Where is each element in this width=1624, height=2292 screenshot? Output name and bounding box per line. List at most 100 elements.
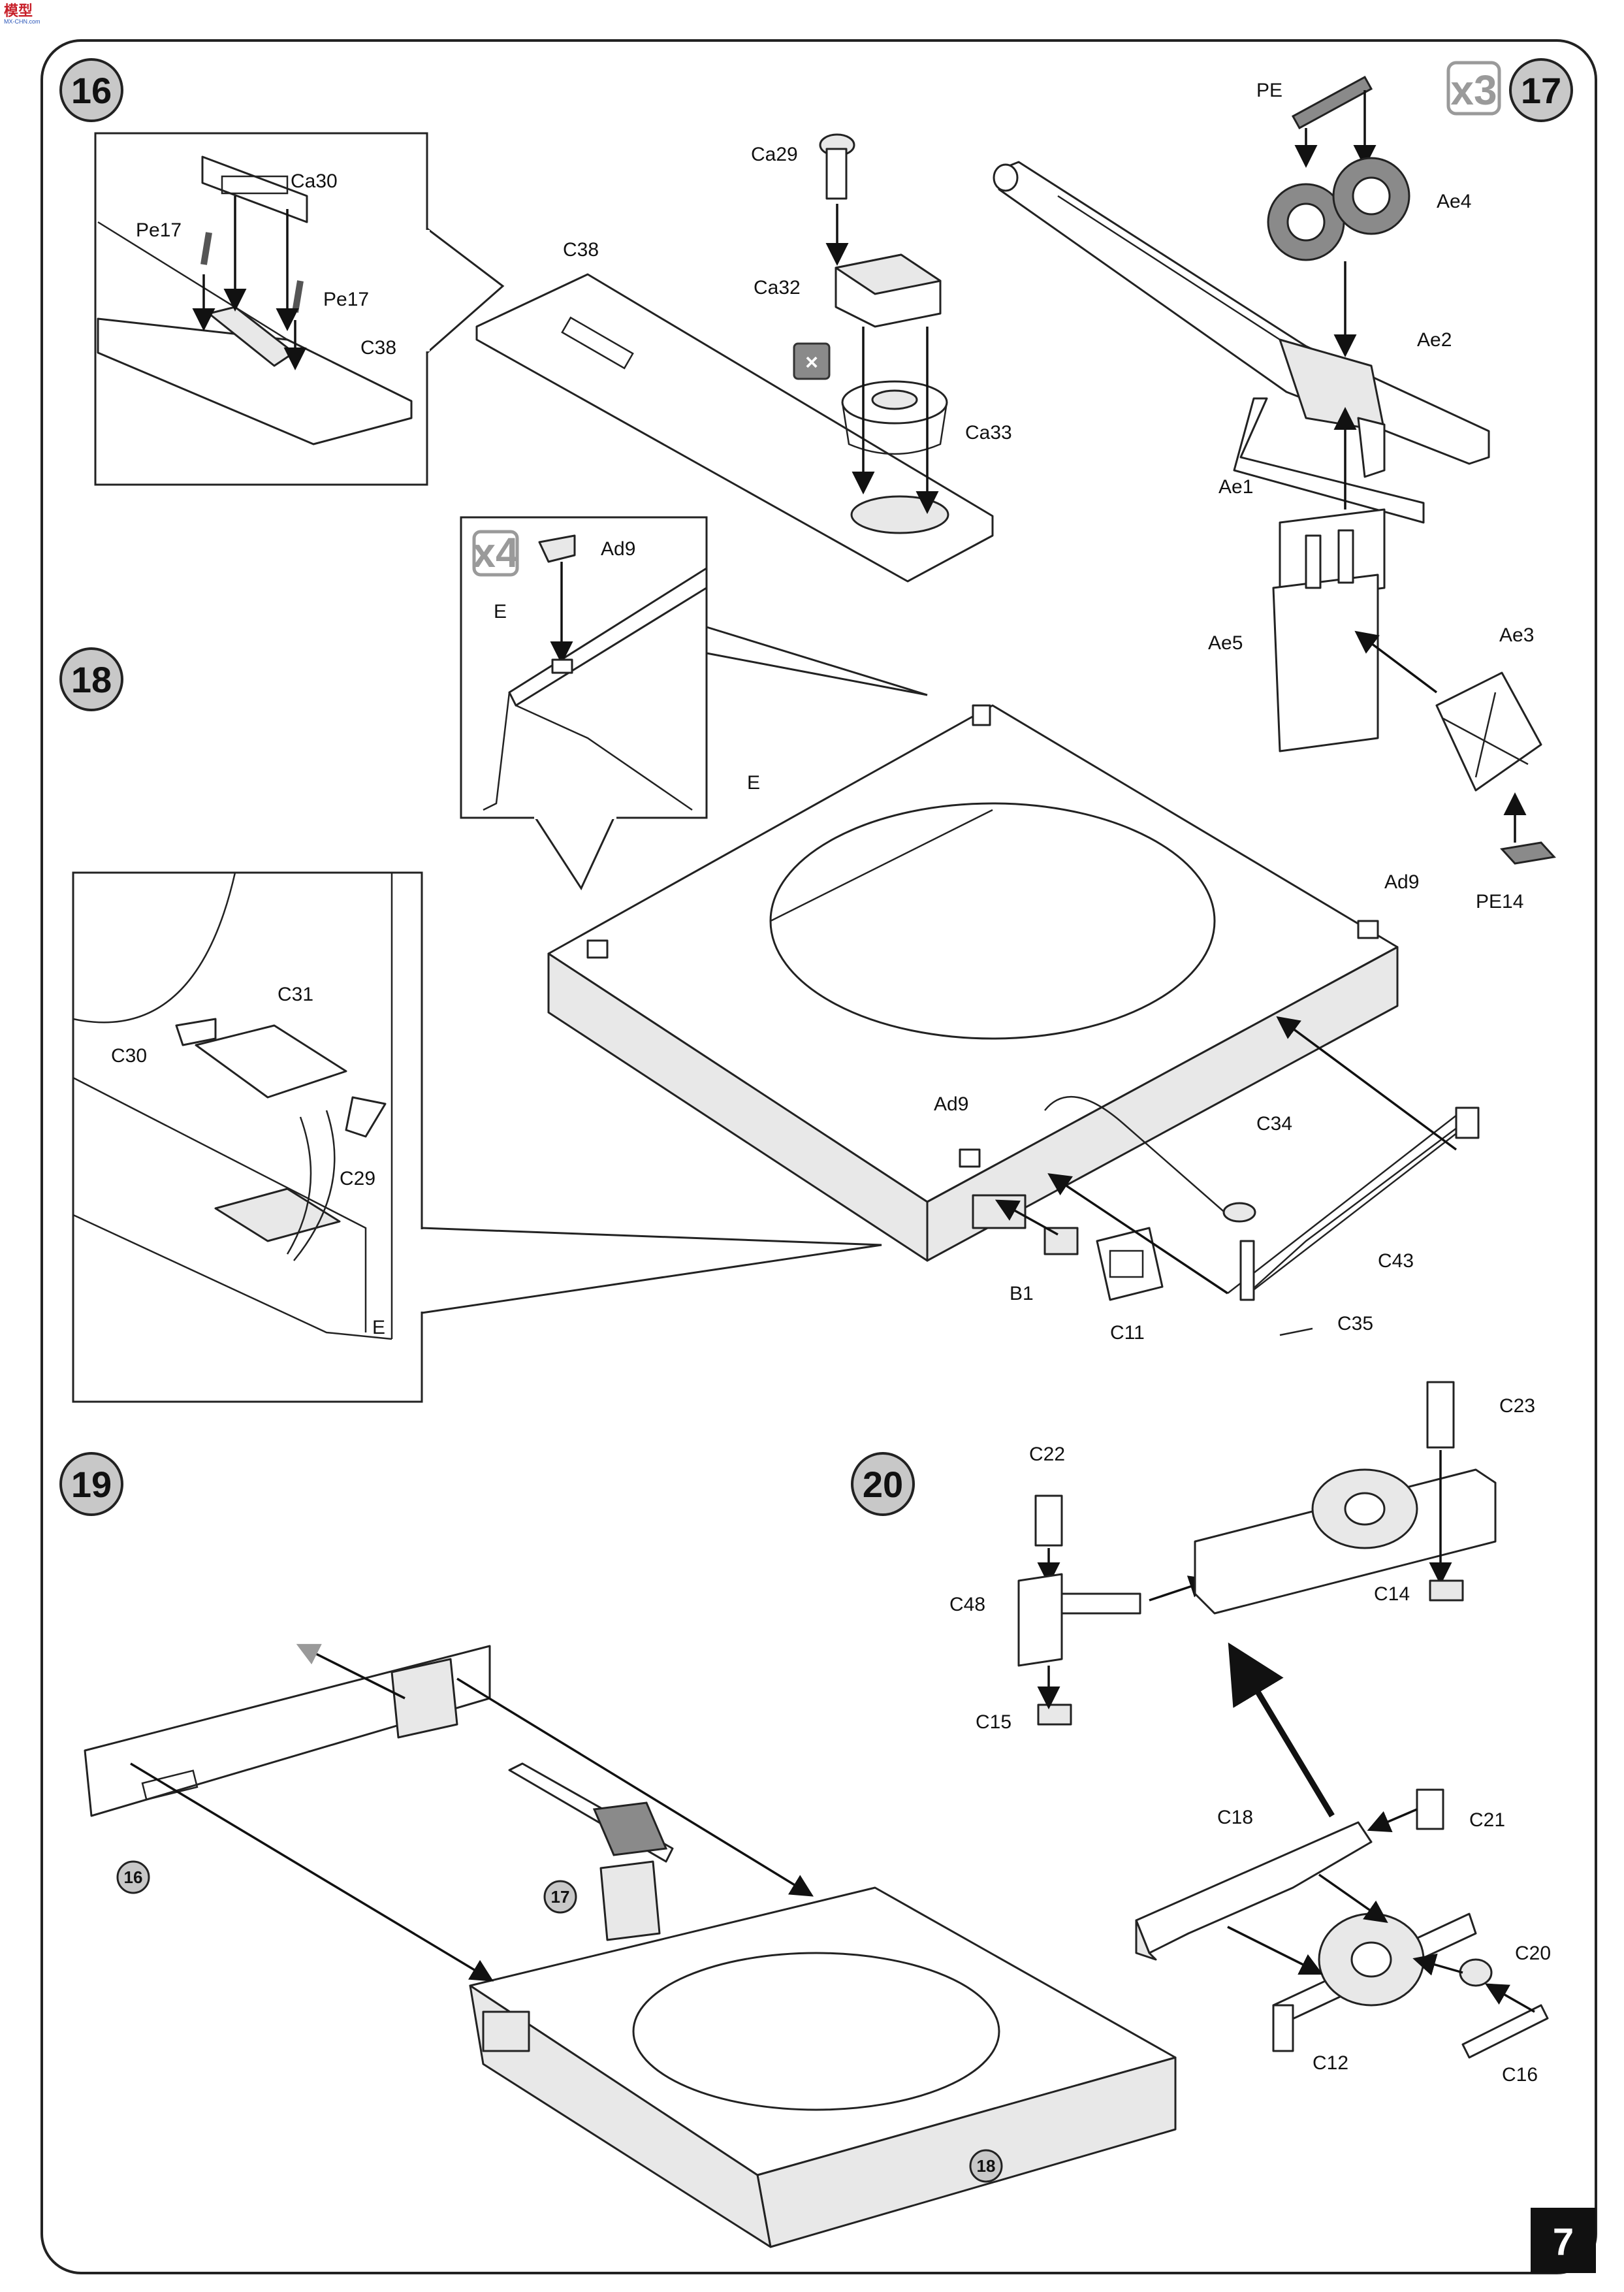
label-c34: C34 [1256,1113,1292,1135]
step-17-number: 17 [1521,70,1561,111]
logo-subtext: MX-CHN.com [4,18,40,25]
label-c21: C21 [1469,1809,1505,1831]
part-cradle-c14 [1194,1468,1497,1615]
step-18-number: 18 [71,659,112,700]
part-ae4-magazine [1267,157,1410,261]
label-c35: C35 [1337,1313,1373,1334]
step-17-multiplier: x3 [1450,67,1497,114]
label-c11: C11 [1110,1322,1145,1344]
step-20: 20 C22 C48 C15 C14 C23 [851,1381,1551,2086]
part-c23 [1426,1381,1455,1449]
part-c11 [1096,1227,1164,1301]
label-c20: C20 [1515,1943,1551,1964]
part-ae1-mount [1233,397,1425,524]
logo-text: 模型 [4,3,33,19]
label-c14: C14 [1374,1583,1410,1605]
label-pe: PE [1256,80,1282,101]
detail-multiplier: x4 [472,529,519,576]
label-c31: C31 [278,984,313,1005]
label-b1: B1 [1010,1283,1034,1304]
part-ae3-plate [1435,671,1542,792]
step-17-multiplier-badge: x3 [1446,61,1501,116]
label-c22: C22 [1029,1444,1065,1465]
label-c43: C43 [1378,1250,1414,1272]
label-pe17-left: Pe17 [136,219,182,241]
step-18-detail-inset: C31 C30 C29 E [72,871,882,1403]
part-c21 [1416,1788,1444,1830]
label-ae1: Ae1 [1218,476,1253,498]
label-ad9-inset: Ad9 [601,538,635,560]
label-pe17-right: Pe17 [323,289,369,310]
part-ca32 [835,253,942,328]
label-c48: C48 [949,1594,985,1615]
part-ae5-ammo-box [1272,508,1386,752]
label-ad9-center: Ad9 [934,1093,968,1115]
label-c16: C16 [1502,2064,1538,2086]
part-c18 [1135,1821,1373,1961]
label-ae3: Ae3 [1499,624,1534,646]
label-ca29: Ca29 [751,144,798,165]
assembly-arrow [1228,1642,1335,1818]
page-number: 7 [1553,2221,1574,2263]
step-19-number: 19 [71,1464,112,1505]
ref-badge-17: 17 [543,1880,577,1914]
step-18: 18 x4 Ad9 E [59,516,1480,1403]
step-18-badge: 18 [59,647,123,711]
part-pe14 [1500,841,1556,865]
label-e-detail: E [372,1317,385,1338]
label-ae5: Ae5 [1208,632,1243,654]
label-c38: C38 [563,239,599,261]
label-e: E [747,772,760,794]
subassembly-17 [508,1762,674,1941]
part-ca29 [819,133,855,200]
step-17-badge: 17 [1509,58,1573,122]
part-pe-strap [1291,75,1373,130]
part-c20 [1459,1958,1493,1987]
label-ca30: Ca30 [291,170,338,192]
label-ae2: Ae2 [1417,329,1452,351]
label-c12: C12 [1313,2052,1348,2074]
step-16-badge: 16 [59,58,123,122]
part-ae2-machine-gun [993,161,1490,478]
label-c38-inset: C38 [360,337,396,359]
step-20-number: 20 [863,1464,903,1505]
part-c15 [1037,1703,1072,1726]
step-19: 19 16 17 [59,1452,1177,2248]
step-17: x3 17 PE Ae4 Ae2 [993,58,1573,912]
step-19-badge: 19 [59,1452,123,1516]
ref-badge-16: 16 [116,1860,150,1894]
label-ae4: Ae4 [1437,191,1471,212]
page-border [40,39,1597,2274]
step-16-inset: Ca30 Pe17 Pe17 C38 [94,132,505,486]
step-18-top-inset: x4 Ad9 E [460,516,928,891]
part-c35 [1279,1327,1313,1336]
label-ca33: Ca33 [965,422,1012,444]
label-c18: C18 [1217,1807,1253,1828]
label-ad9-right: Ad9 [1384,871,1419,893]
subassembly-16 [84,1645,491,1817]
part-b1 [1043,1227,1079,1255]
dry-fit-icon: × [793,342,831,380]
part-ca33 [841,380,948,455]
label-c15: C15 [976,1711,1011,1733]
part-c16 [1461,2004,1549,2059]
step-20-badge: 20 [851,1452,915,1516]
step-16-number: 16 [71,70,112,111]
step-16: 16 Ca30 Pe17 Pe17 C38 [59,58,1012,583]
label-pe14: PE14 [1476,891,1523,912]
label-ca32: Ca32 [754,277,801,299]
part-c22 [1034,1494,1063,1547]
part-c34 [1222,1202,1256,1223]
label-e-inset: E [494,601,507,622]
site-logo: 模型 MX-CHN.com [4,3,40,25]
ref-18-text: 18 [977,2156,996,2176]
part-c43-lever [1227,1106,1480,1301]
ref-16-text: 16 [124,1867,143,1887]
ref-17-text: 17 [551,1887,570,1907]
label-c23: C23 [1499,1395,1535,1417]
label-c30: C30 [111,1045,147,1067]
wire [1044,1096,1228,1216]
part-c12 [1272,1913,1477,2052]
part-c48 [1017,1573,1141,1667]
